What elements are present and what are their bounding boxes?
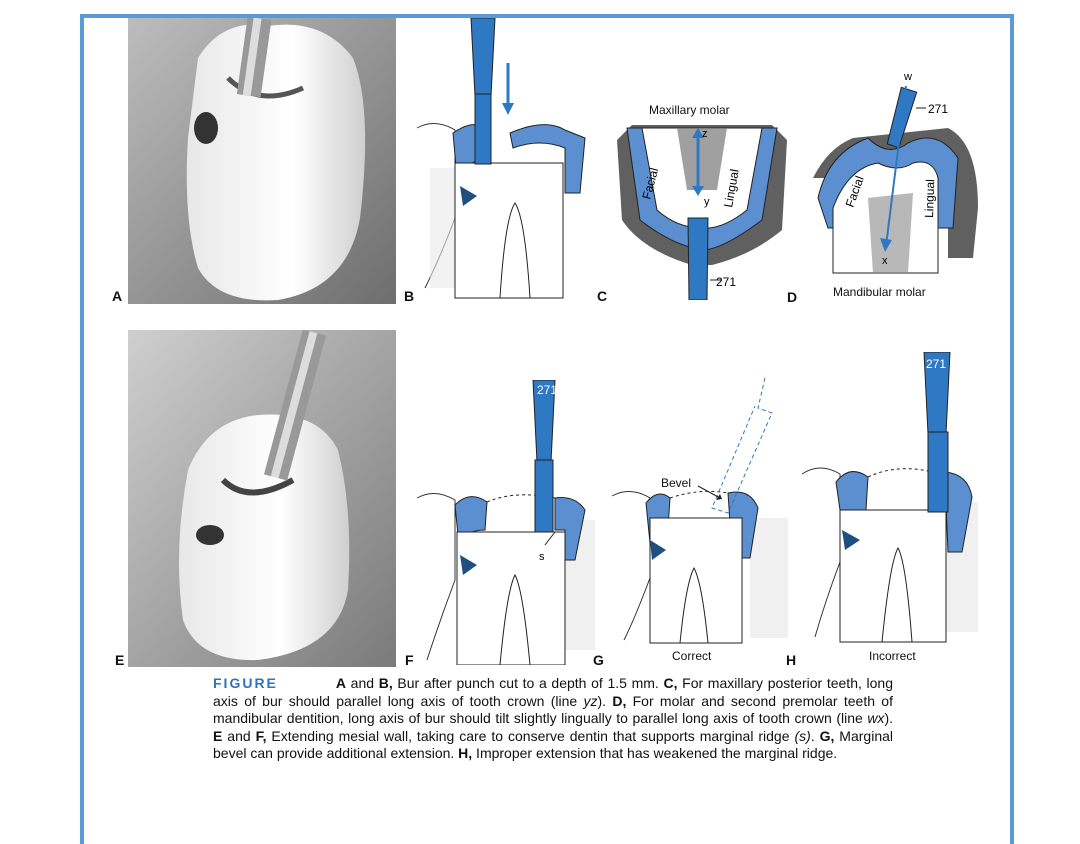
label-maxillary-molar: Maxillary molar — [649, 103, 730, 117]
caption-ref-a: A — [335, 675, 347, 691]
photo-e-tooth-model — [128, 330, 396, 667]
caption-ref-h: H, — [458, 745, 473, 761]
diagram-g-marginal-bevel — [611, 378, 788, 644]
figure-caption: FIGURE A and B, Bur after punch cut to a … — [213, 675, 893, 763]
caption-text: Marginal bevel can provide additional ex… — [213, 727, 893, 762]
figure-frame — [80, 14, 1014, 844]
caption-line-wx: wx — [867, 710, 885, 726]
caption-text: . — [810, 727, 820, 744]
caption-text: Extending mesial wall, taking care to co… — [266, 727, 795, 744]
label-bur-c: 271 — [716, 275, 736, 289]
panel-label-d: D — [787, 289, 798, 305]
caption-text: For molar and second premolar teeth of m… — [213, 692, 893, 727]
label-x: x — [882, 255, 888, 267]
label-y: y — [704, 196, 710, 208]
diagram-h-improper-extension: 271 — [801, 352, 978, 643]
caption-text: and — [346, 675, 379, 691]
label-bur-d: 271 — [928, 102, 948, 116]
diagram-f-mesial-wall: 271 s — [416, 380, 595, 665]
label-z: z — [702, 128, 708, 140]
caption-ref-d: D, — [612, 692, 627, 709]
caption-ref-c: C, — [663, 675, 678, 691]
panel-label-c: C — [597, 288, 608, 304]
label-s: s — [539, 551, 545, 563]
caption-ref-f: F, — [255, 727, 267, 744]
label-bur-f: 271 — [537, 383, 557, 397]
caption-text: and — [222, 727, 256, 744]
panel-label-e: E — [115, 652, 125, 668]
caption-text: ). — [884, 710, 893, 726]
caption-heading: FIGURE — [213, 675, 278, 691]
caption-line-yz: yz — [583, 692, 598, 709]
diagram-b-punch-cut — [416, 18, 586, 299]
photo-a-tooth-model — [128, 18, 396, 304]
label-incorrect: Incorrect — [869, 649, 916, 663]
caption-text: For maxillary posterior teeth, long axis… — [213, 675, 893, 709]
label-bur-h: 271 — [926, 357, 946, 371]
caption-ref-e: E — [213, 727, 223, 744]
caption-ref-g: G, — [819, 727, 835, 744]
label-correct: Correct — [672, 649, 712, 663]
panel-label-b: B — [404, 288, 415, 304]
diagram-d-mandibular-molar: w x 271 Facial Lingual — [813, 71, 978, 274]
diagram-c-maxillary-molar: z y Facial Lingual 271 — [617, 125, 787, 300]
label-mandibular-molar: Mandibular molar — [833, 285, 926, 299]
panel-label-h: H — [786, 652, 797, 668]
label-bevel: Bevel — [661, 476, 692, 490]
caption-text: Bur after punch cut to a depth of 1.5 mm… — [392, 675, 664, 691]
label-lingual-c: Lingual — [721, 168, 742, 209]
caption-text: Improper extension that has weakened the… — [472, 745, 838, 761]
caption-ref-b: B, — [378, 675, 393, 691]
label-w: w — [903, 71, 912, 83]
caption-ref-s: (s) — [794, 727, 811, 744]
panel-label-f: F — [405, 652, 414, 668]
panel-label-a: A — [112, 288, 123, 304]
caption-text: ). — [597, 692, 613, 709]
label-lingual-d: Lingual — [922, 179, 937, 218]
panel-label-g: G — [593, 652, 604, 668]
